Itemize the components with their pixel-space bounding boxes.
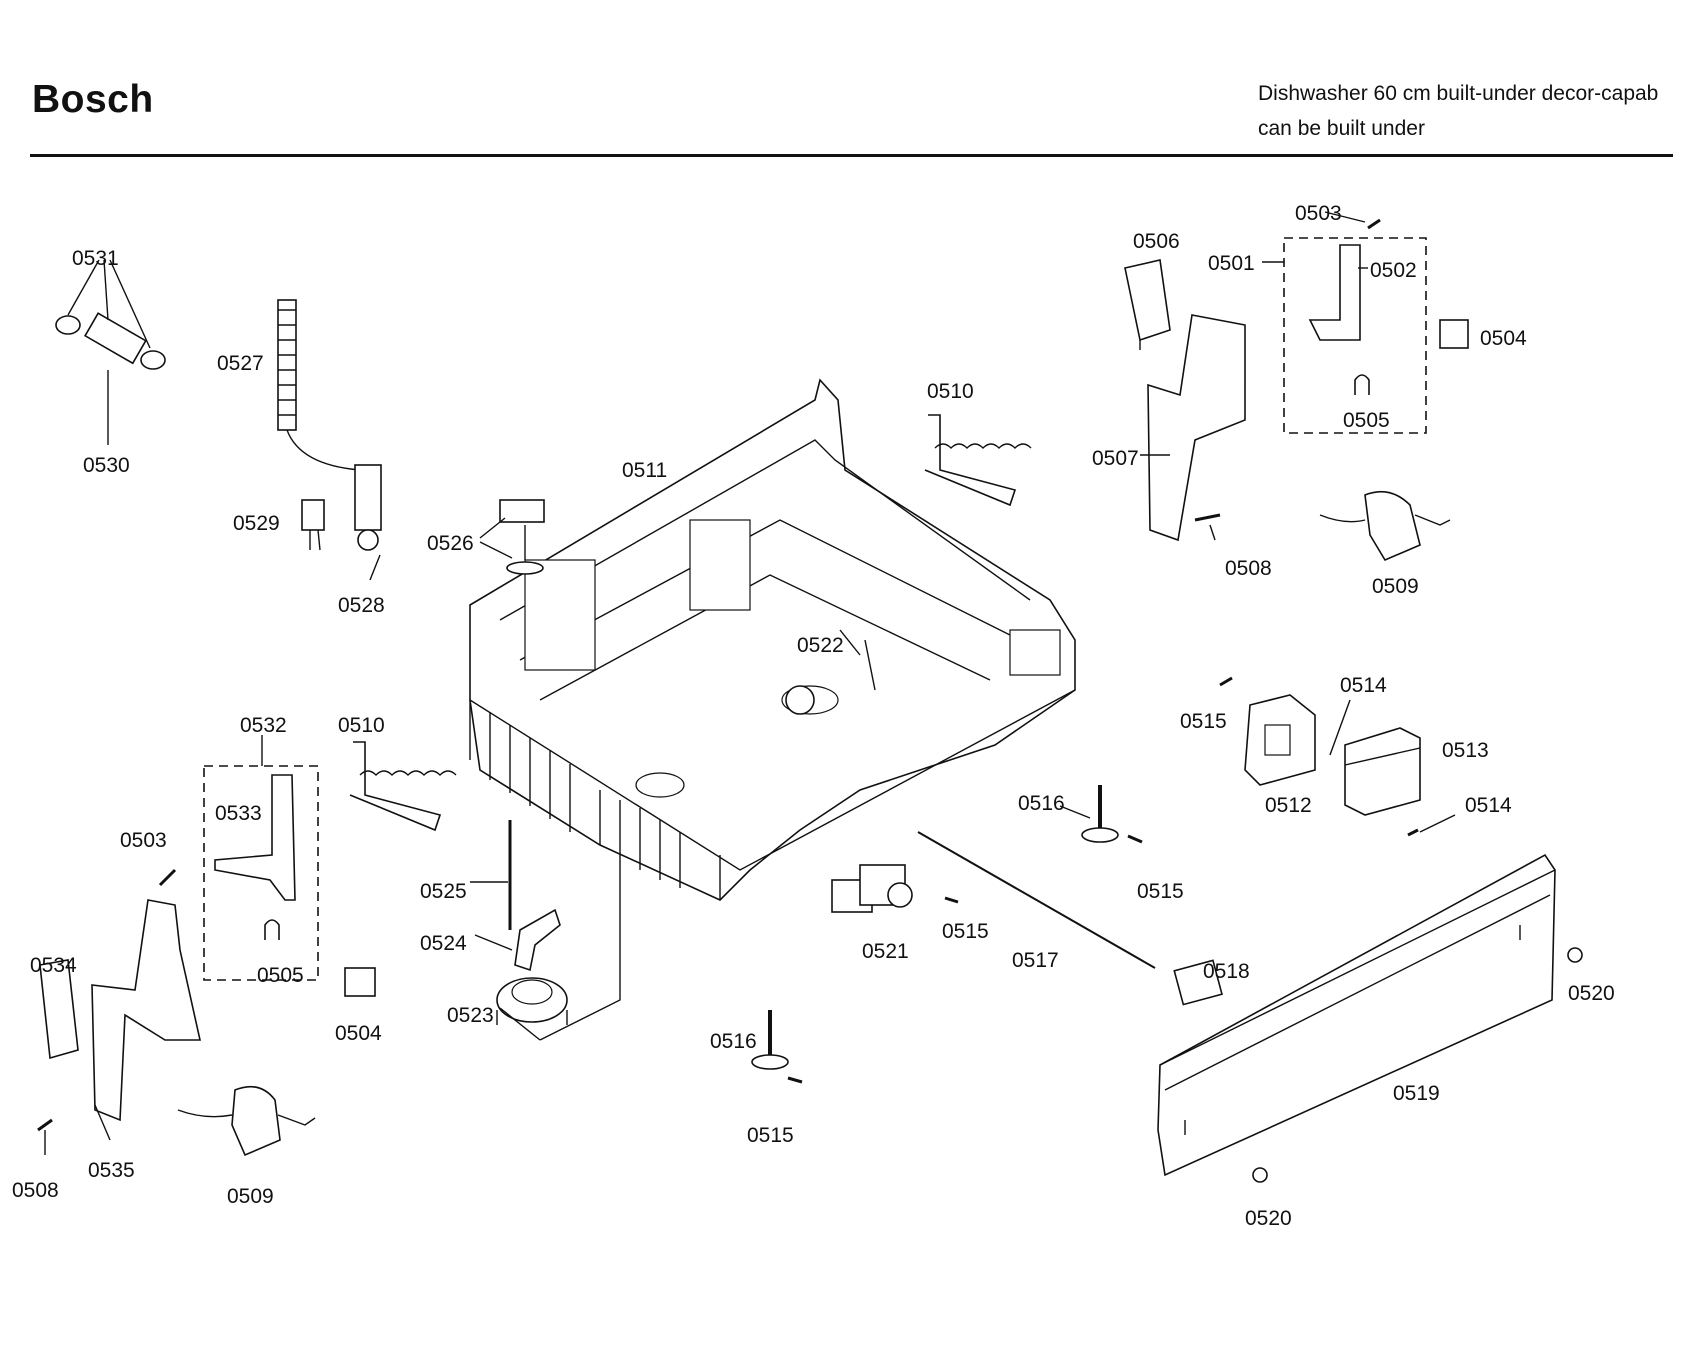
screw-part-0503-right xyxy=(1324,211,1381,230)
label-0516: 0516 xyxy=(710,1030,757,1053)
connector-part-0504-right xyxy=(1439,319,1469,349)
label-0510: 0510 xyxy=(927,380,974,403)
label-0514: 0514 xyxy=(1465,794,1512,817)
label-0510: 0510 xyxy=(338,714,385,737)
label-0520: 0520 xyxy=(1245,1207,1292,1230)
label-0534: 0534 xyxy=(30,954,77,977)
model-description-line2: can be built under xyxy=(1258,117,1425,140)
screw-part-0514 xyxy=(1329,699,1456,837)
brand-title: Bosch xyxy=(32,78,154,121)
label-0501: 0501 xyxy=(1208,252,1255,275)
label-0504: 0504 xyxy=(1480,327,1527,350)
label-0515: 0515 xyxy=(747,1124,794,1147)
hinge-part-0509-right xyxy=(1319,490,1451,562)
label-0506: 0506 xyxy=(1133,230,1180,253)
header-divider xyxy=(30,154,1673,157)
label-0531: 0531 xyxy=(72,247,119,270)
label-0514: 0514 xyxy=(1340,674,1387,697)
label-0528: 0528 xyxy=(338,594,385,617)
bracket-part-0506 xyxy=(1124,259,1171,350)
label-0532: 0532 xyxy=(240,714,287,737)
valve-part-0522 xyxy=(785,629,876,715)
connector-part-0504-left xyxy=(344,967,376,997)
base-tub-part xyxy=(469,378,1076,1041)
bracket-part-0512 xyxy=(1244,694,1316,786)
screw-part-0508-left xyxy=(37,1118,53,1155)
label-0530: 0530 xyxy=(83,454,130,477)
toe-kick-panel-0519 xyxy=(1157,853,1556,1177)
label-0512: 0512 xyxy=(1265,794,1312,817)
label-0515: 0515 xyxy=(942,920,989,943)
label-0505: 0505 xyxy=(1343,409,1390,432)
pump-part-0521 xyxy=(831,864,913,913)
cover-part-0534 xyxy=(39,959,79,1060)
screw-part-0515-center xyxy=(944,896,959,904)
label-0516: 0516 xyxy=(1018,792,1065,815)
adjustable-foot-0516-lower xyxy=(751,1010,789,1070)
label-0518: 0518 xyxy=(1203,960,1250,983)
clip-part xyxy=(301,499,325,551)
part-labels: 0503 0506 0501 0502 0504 0505 0507 0508 … xyxy=(12,202,1615,1230)
tub-rib-lines xyxy=(489,712,681,888)
side-panel-0535 xyxy=(91,899,201,1141)
kit-box-0501 xyxy=(1262,237,1427,434)
screw-part-0515-right-lower xyxy=(1127,834,1143,844)
float-part-0523 xyxy=(496,977,568,1041)
label-0520: 0520 xyxy=(1568,982,1615,1005)
cover-part-0513 xyxy=(1344,727,1421,816)
adjustable-foot-part xyxy=(479,499,545,575)
kit-box-0532 xyxy=(203,735,319,981)
label-0527: 0527 xyxy=(217,352,264,375)
label-0519: 0519 xyxy=(1393,1082,1440,1105)
model-description: Dishwasher 60 cm built-under decor-capab xyxy=(1258,82,1659,105)
label-0502: 0502 xyxy=(1370,259,1417,282)
label-0503: 0503 xyxy=(120,829,167,852)
spring-part-left xyxy=(349,741,457,832)
drain-hose-part xyxy=(277,299,382,581)
lever-part-0524 xyxy=(474,908,561,972)
label-0513: 0513 xyxy=(1442,739,1489,762)
cap-part-0518 xyxy=(1173,959,1223,1006)
label-0529: 0529 xyxy=(233,512,280,535)
hinge-part-0509-left xyxy=(177,1085,316,1157)
float-rod-0525 xyxy=(470,820,512,930)
label-0508: 0508 xyxy=(12,1179,59,1202)
screw-part-0520 xyxy=(1252,947,1583,1183)
label-0503: 0503 xyxy=(1295,202,1342,225)
label-0535: 0535 xyxy=(88,1159,135,1182)
label-0515: 0515 xyxy=(1180,710,1227,733)
label-0507: 0507 xyxy=(1092,447,1139,470)
screw-part-0515-lower xyxy=(787,1076,803,1084)
rod-part-0517 xyxy=(917,831,1156,969)
adjustable-foot-0516-center xyxy=(1059,785,1119,843)
label-0511: 0511 xyxy=(622,459,667,482)
label-0522: 0522 xyxy=(797,634,844,657)
hose-coupling-part xyxy=(55,259,166,445)
label-0515: 0515 xyxy=(1137,880,1184,903)
label-0524: 0524 xyxy=(420,932,467,955)
label-0504: 0504 xyxy=(335,1022,382,1045)
screw-part-0508-right xyxy=(1194,513,1221,541)
label-0525: 0525 xyxy=(420,880,467,903)
screw-part-0503-left xyxy=(158,868,177,887)
label-0505: 0505 xyxy=(257,964,304,987)
label-0533: 0533 xyxy=(215,802,262,825)
label-0517: 0517 xyxy=(1012,949,1059,972)
label-0509: 0509 xyxy=(1372,575,1419,598)
label-0508: 0508 xyxy=(1225,557,1272,580)
label-0509: 0509 xyxy=(227,1185,274,1208)
label-0521: 0521 xyxy=(862,940,909,963)
side-panel-0507 xyxy=(1140,314,1246,542)
spring-part-right xyxy=(924,414,1032,507)
label-0523: 0523 xyxy=(447,1004,494,1027)
screw-part-0515-right-upper xyxy=(1219,676,1233,687)
label-0526: 0526 xyxy=(427,532,474,555)
